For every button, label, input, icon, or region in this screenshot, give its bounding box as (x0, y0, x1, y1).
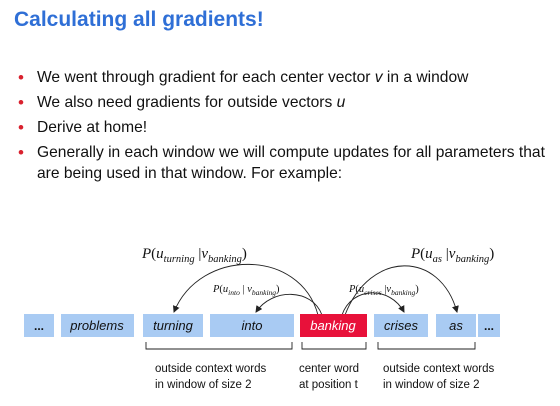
bullet-math-u: u (336, 94, 346, 111)
word-box-ellipsis-left (24, 314, 54, 337)
word-box-crises (374, 314, 428, 337)
bullet-item: • We went through gradient for each cent… (14, 67, 554, 88)
slide-title: Calculating all gradients! (14, 8, 264, 31)
arc-banking-to-into (255, 293, 323, 316)
arc-banking-to-crises (341, 292, 405, 316)
word-problems: problems (69, 318, 124, 333)
bullet-item: • We also need gradients for outside vec… (14, 92, 554, 113)
word-banking-center: banking (310, 318, 356, 333)
prob-label-into: P(uinto | vbanking) (212, 284, 280, 297)
bullet-text: We also need gradients for outside vecto… (37, 94, 337, 111)
bullet-dot-icon: • (18, 143, 24, 162)
caption-left-line1: outside context words (155, 363, 266, 375)
word-crises: crises (384, 318, 418, 333)
bullet-item: • Generally in each window we will compu… (14, 142, 554, 184)
arc-banking-to-turning (173, 263, 319, 316)
arc-banking-to-as (344, 265, 459, 316)
prob-label-crises: P(ucrises |vbanking) (348, 284, 419, 297)
bullet-dot-icon: • (18, 93, 24, 112)
word-box-into (210, 314, 294, 337)
word-box-ellipsis-right (478, 314, 500, 337)
word-box-turning (143, 314, 203, 337)
word-turning: turning (153, 318, 194, 333)
caption-center-line2: at position t (299, 379, 359, 391)
bracket-center (301, 342, 367, 350)
bullet-text: Generally in each window we will compute… (37, 144, 545, 182)
word-into: into (242, 318, 263, 333)
bullet-text: Derive at home! (37, 119, 148, 136)
bullet-math-v: v (374, 69, 383, 86)
caption-right-line1: outside context words (383, 363, 494, 375)
word-box-problems (61, 314, 134, 337)
prob-label-as: P(uas |vbanking) (410, 246, 494, 265)
caption-center-line1: center word (299, 363, 359, 375)
bullet-list: • We went through gradient for each cent… (14, 67, 554, 188)
word-ellipsis-left: ... (34, 319, 44, 333)
bracket-right-context (377, 342, 476, 350)
word-as: as (449, 318, 463, 333)
caption-right-line2: in window of size 2 (383, 379, 480, 391)
bullet-item: • Derive at home! (14, 117, 554, 138)
word-box-as (436, 314, 476, 337)
bullet-dot-icon: • (18, 118, 24, 137)
caption-left-line2: in window of size 2 (155, 379, 252, 391)
prob-label-turning: P(uturning |vbanking) (141, 246, 247, 265)
bullet-text-end: in a window (382, 69, 469, 86)
word-ellipsis-right: ... (484, 319, 494, 333)
word-box-banking-center (300, 314, 367, 337)
bullet-dot-icon: • (18, 68, 24, 87)
bracket-left-context (145, 342, 293, 350)
bullet-text: We went through gradient for each center… (37, 69, 375, 86)
